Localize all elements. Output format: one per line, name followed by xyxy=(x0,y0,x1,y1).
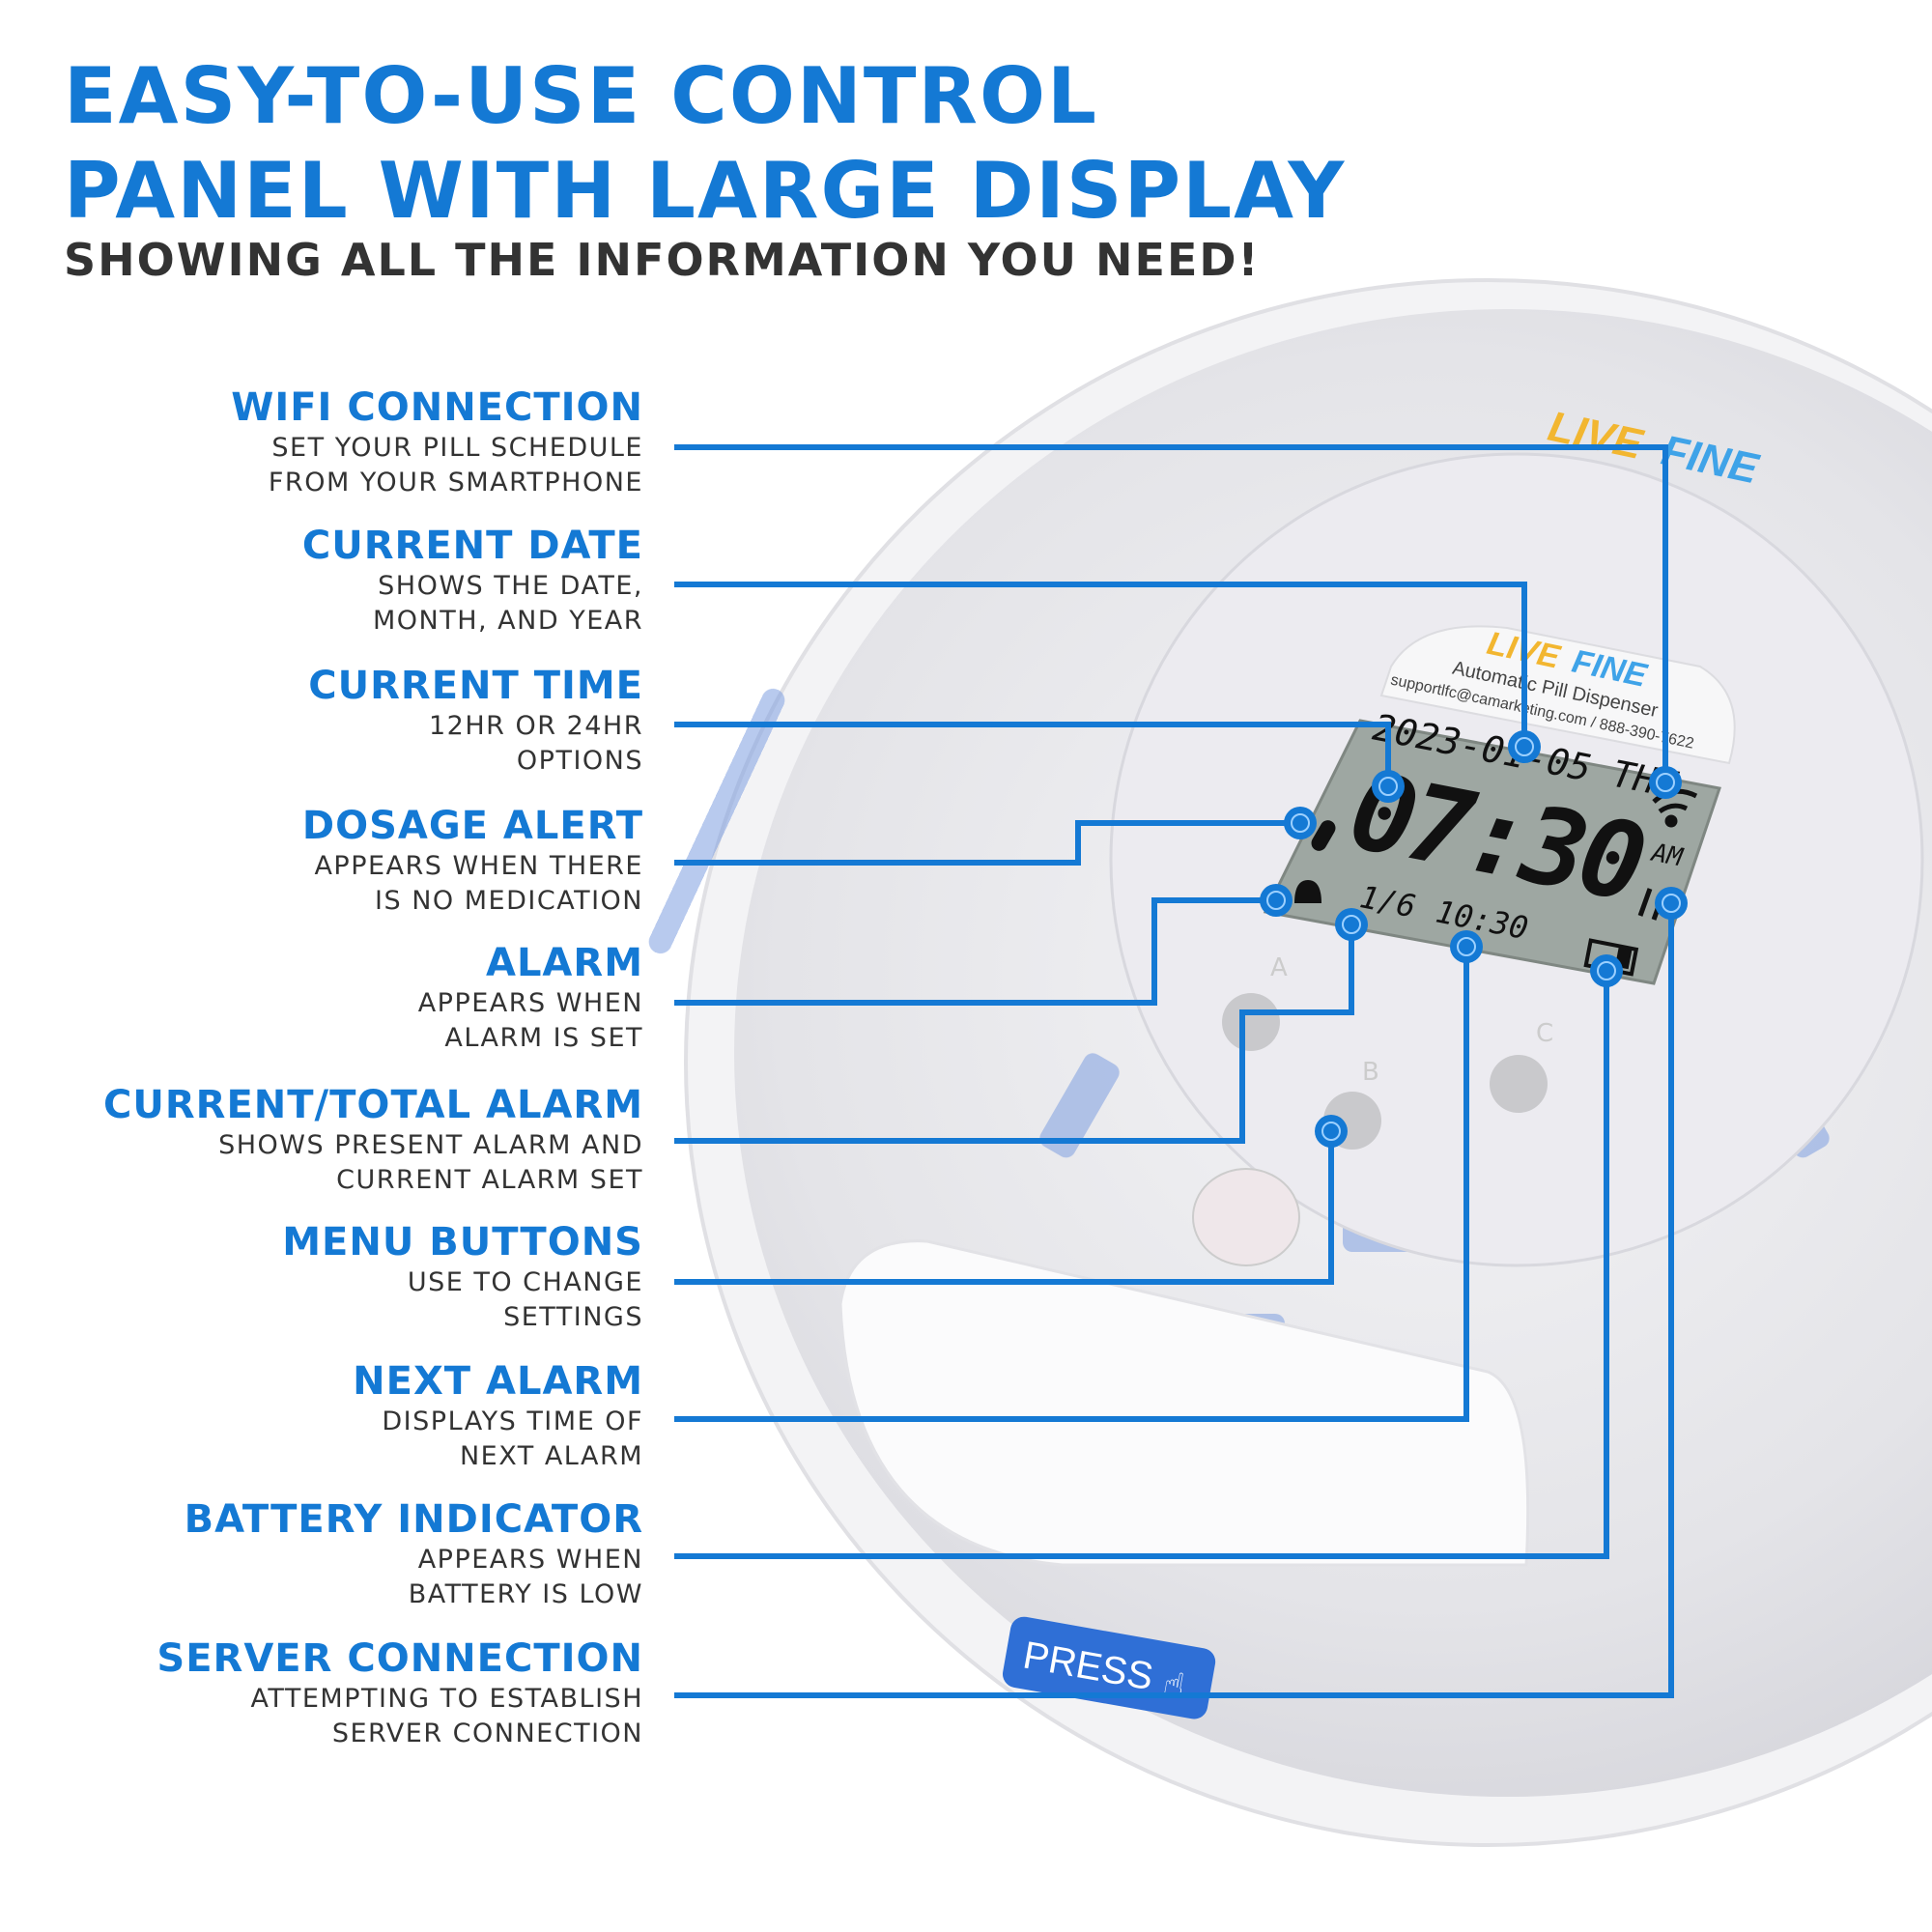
leader-dot xyxy=(1649,766,1682,799)
leader-dot xyxy=(1450,930,1483,963)
callout-heading: ALARM xyxy=(485,941,643,985)
menu-button-a-label: A xyxy=(1270,953,1288,982)
leader-line xyxy=(674,971,1609,1559)
leader-dot-ring xyxy=(1457,937,1476,956)
leader-dot xyxy=(1260,884,1293,917)
leader-dot xyxy=(1372,770,1405,803)
leader-dot-ring xyxy=(1266,891,1286,910)
page-title-line1: EASY-TO-USE CONTROL xyxy=(64,51,1098,141)
callout-text: SHOWS PRESENT ALARM AND xyxy=(218,1130,643,1160)
callout-heading: CURRENT DATE xyxy=(301,524,643,568)
dispenser-tab[interactable] xyxy=(838,1239,1530,1567)
pill-window xyxy=(1192,1168,1300,1266)
leader-line xyxy=(674,924,1354,1144)
leader-line xyxy=(674,1131,1334,1285)
leader-dot xyxy=(1284,807,1317,839)
leader-line xyxy=(674,444,1668,782)
leader-dot-ring xyxy=(1662,894,1681,913)
leader-line xyxy=(674,947,1469,1422)
callout-heading: WIFI CONNECTION xyxy=(231,385,643,430)
callout-leader-lines xyxy=(674,444,1674,1698)
menu-buttons: A B C xyxy=(1222,953,1553,1150)
leader-dot xyxy=(1335,908,1368,941)
callout-heading: NEXT ALARM xyxy=(353,1359,643,1404)
callout-dots xyxy=(1260,730,1688,1148)
leader-dot-ring xyxy=(1515,737,1534,756)
leader-line xyxy=(674,820,1300,866)
bell-icon xyxy=(1294,880,1321,903)
leader-dot xyxy=(1655,887,1688,920)
leader-line xyxy=(674,903,1674,1698)
leader-line xyxy=(674,582,1527,747)
callout-heading: MENU BUTTONS xyxy=(282,1220,643,1264)
leader-dot-ring xyxy=(1342,915,1361,934)
leader-dot-ring xyxy=(1656,773,1675,792)
callout-text: OPTIONS xyxy=(516,746,643,776)
callout-heading: DOSAGE ALERT xyxy=(301,804,643,848)
callout-text: ATTEMPTING TO ESTABLISH xyxy=(250,1684,643,1714)
callout-text: APPEARS WHEN xyxy=(417,1545,643,1575)
callout-text: FROM YOUR SMARTPHONE xyxy=(268,468,643,497)
page-title-line2: PANEL WITH LARGE DISPLAY xyxy=(64,146,1347,236)
callout-text: MONTH, AND YEAR xyxy=(372,606,643,636)
menu-button-c-label: C xyxy=(1536,1019,1553,1048)
callout-text: CURRENT ALARM SET xyxy=(336,1165,643,1195)
callout-text: SERVER CONNECTION xyxy=(331,1719,643,1748)
leader-dot-ring xyxy=(1378,777,1398,796)
callout-text: IS NO MEDICATION xyxy=(375,886,643,916)
label-sticker xyxy=(1379,625,1736,765)
callout-text: APPEARS WHEN THERE xyxy=(314,851,643,881)
callout-heading: CURRENT TIME xyxy=(308,664,643,708)
leader-dot-ring xyxy=(1321,1122,1341,1141)
callout-text: NEXT ALARM xyxy=(459,1441,643,1471)
menu-button-a[interactable] xyxy=(1222,993,1280,1051)
leader-dot xyxy=(1508,730,1541,763)
callout-text: BATTERY IS LOW xyxy=(408,1579,643,1609)
menu-button-c[interactable] xyxy=(1490,1055,1548,1113)
pill-icon xyxy=(1311,820,1336,851)
callout-text: SET YOUR PILL SCHEDULE xyxy=(271,433,643,463)
callout-text: SHOWS THE DATE, xyxy=(378,571,643,601)
lcd-meridiem: AM xyxy=(1648,838,1687,873)
callout-text: APPEARS WHEN xyxy=(417,988,643,1018)
leader-dot xyxy=(1315,1115,1348,1148)
callout-text: DISPLAYS TIME OF xyxy=(382,1406,643,1436)
leader-line xyxy=(674,722,1391,786)
leader-dot-ring xyxy=(1597,961,1616,980)
leader-dot-ring xyxy=(1291,813,1310,833)
page-subtitle: SHOWING ALL THE INFORMATION YOU NEED! xyxy=(64,234,1261,286)
callout-text: 12HR OR 24HR xyxy=(428,711,643,741)
callout-text: USE TO CHANGE xyxy=(407,1267,643,1297)
menu-button-b-label: B xyxy=(1362,1058,1379,1087)
leader-dot xyxy=(1590,954,1623,987)
callout-text: ALARM IS SET xyxy=(444,1023,643,1053)
callout-text: SETTINGS xyxy=(503,1302,643,1332)
callout-heading: CURRENT/TOTAL ALARM xyxy=(103,1083,643,1127)
callout-heading: BATTERY INDICATOR xyxy=(184,1497,643,1542)
leader-line xyxy=(674,897,1276,1006)
callout-heading: SERVER CONNECTION xyxy=(156,1636,643,1681)
